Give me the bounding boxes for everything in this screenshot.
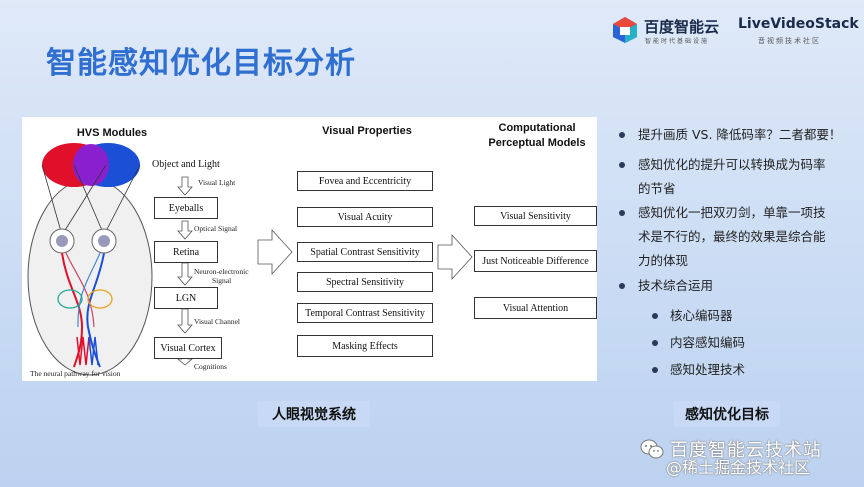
neuron-electronic-label-line1: Neuron-electronic <box>194 267 249 276</box>
bullet-3-line2: 术是不行的，最终的效果是综合能 <box>638 229 826 244</box>
optical-signal-label: Optical Signal <box>194 224 238 233</box>
lgn-box: LGN <box>154 287 218 309</box>
baidu-cube-icon <box>613 17 637 43</box>
neural-pathway-caption: The neural pathway for vision <box>30 369 121 378</box>
sub-bullet-3: 感知处理技术 <box>670 362 746 377</box>
diagram-graphics <box>27 143 473 376</box>
sub-bullet-dot-1 <box>652 313 658 319</box>
brain-illustration <box>27 143 153 376</box>
bullet-3-line3: 力的体现 <box>638 253 689 268</box>
property-box-3: Spatial Contrast Sensitivity <box>297 242 433 262</box>
pathway-arrows <box>176 176 473 366</box>
property-box-4: Spectral Sensitivity <box>297 272 433 292</box>
sub-bullet-1: 核心编码器 <box>670 308 733 323</box>
baidu-logo-name: 百度智能云 <box>644 18 720 36</box>
optimization-target-caption: 感知优化目标 <box>674 401 780 427</box>
visual-properties-header: Visual Properties <box>322 125 412 137</box>
hvs-modules-header: HVS Modules <box>76 127 148 139</box>
bullet-2-line1: 感知优化的提升可以转换成为码率 <box>638 157 826 172</box>
livevideostack-logo-name: LiveVideoStack <box>738 16 859 32</box>
bullet-dot-2 <box>619 162 625 168</box>
watermark-line2: @稀土掘金技术社区 <box>666 458 811 477</box>
computational-header-line1: Computational <box>498 122 576 134</box>
livevideostack-logo: LiveVideoStack 音视频技术社区 <box>738 16 859 50</box>
wechat-icon <box>640 439 664 459</box>
visual-channel-label: Visual Channel <box>194 317 240 326</box>
bullet-dot-4 <box>619 283 625 289</box>
livevideostack-logo-sub: 音视频技术社区 <box>758 37 821 45</box>
retina-box: Retina <box>154 241 218 263</box>
baidu-cloud-logo: 百度智能云 智能时代基础设施 <box>612 14 732 48</box>
neuron-electronic-label-line2: Signal <box>212 276 232 285</box>
property-box-6: Masking Effects <box>297 335 433 357</box>
bullet-1: 提升画质 VS. 降低码率？二者都要！ <box>638 127 842 142</box>
bullet-2-line2: 的节省 <box>638 181 676 196</box>
bullet-3-line1: 感知优化一把双刃剑，单靠一项技 <box>638 205 826 220</box>
bullet-dot-3 <box>619 210 625 216</box>
computational-header-line2: Perceptual Models <box>488 137 586 149</box>
model-box-3: Visual Attention <box>474 297 597 319</box>
sub-bullet-2: 内容感知编码 <box>670 335 746 350</box>
visual-light-label: Visual Light <box>198 178 236 187</box>
model-box-2: Just Noticeable Difference <box>474 250 597 272</box>
watermark-line1: 百度智能云技术站 <box>670 440 822 461</box>
hvs-diagram: HVS Modules Visual Properties Computatio… <box>22 117 597 381</box>
cognitions-label: Cognitions <box>194 362 227 371</box>
sub-bullet-dot-3 <box>652 367 658 373</box>
slide-title: 智能感知优化目标分析 <box>46 46 356 81</box>
object-and-light-label: Object and Light <box>152 159 220 170</box>
baidu-logo-sub: 智能时代基础设施 <box>645 38 710 45</box>
property-box-5: Temporal Contrast Sensitivity <box>297 303 433 323</box>
hvs-caption: 人眼视觉系统 <box>258 401 370 427</box>
bullet-dot-1 <box>619 132 625 138</box>
sub-bullet-dot-2 <box>652 340 658 346</box>
watermark: 百度智能云技术站 @稀土掘金技术社区 <box>640 436 860 477</box>
property-box-1: Fovea and Eccentricity <box>297 171 433 191</box>
visual-cortex-box: Visual Cortex <box>154 337 222 359</box>
model-box-1: Visual Sensitivity <box>474 206 597 226</box>
property-box-2: Visual Acuity <box>297 207 433 227</box>
eyeballs-box: Eyeballs <box>154 197 218 219</box>
bullet-4: 技术综合运用 <box>638 278 714 293</box>
